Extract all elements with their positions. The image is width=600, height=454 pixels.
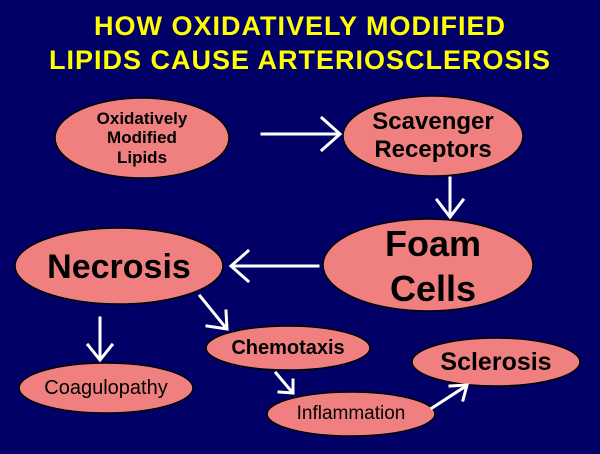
node-chemotaxis <box>205 325 371 371</box>
arrow-receptors-to-foam <box>434 176 466 220</box>
label-oxidized-lipids: Oxidatively Modified Lipids <box>96 108 188 167</box>
label-coagulopathy: Coagulopathy <box>44 376 168 399</box>
label-necrosis: Necrosis <box>47 248 191 287</box>
label-sclerosis: Sclerosis <box>440 347 552 376</box>
arrow-necrosis-to-chemotaxis <box>197 293 229 331</box>
node-coagulopathy <box>18 362 194 414</box>
label-foam-cells: Foam Cells <box>384 223 481 309</box>
title-line-2: LIPIDS CAUSE ARTERIOSCLEROSIS <box>48 45 552 75</box>
label-scavenger-receptors: Scavenger Receptors <box>372 108 494 163</box>
node-necrosis <box>14 227 224 305</box>
node-foam-cells <box>322 218 534 312</box>
node-scavenger-receptors <box>342 95 524 177</box>
node-oxidized-lipids <box>54 97 230 179</box>
node-inflammation <box>266 391 436 437</box>
title-line-1: HOW OXIDATIVELY MODIFIED <box>93 11 507 41</box>
arrow-foam-to-necrosis <box>228 248 320 284</box>
node-sclerosis <box>411 337 581 387</box>
label-inflammation: Inflammation <box>296 403 406 425</box>
arrow-necrosis-to-coagulopathy <box>85 316 115 363</box>
arrow-inflammation-to-sclerosis <box>429 383 469 411</box>
label-chemotaxis: Chemotaxis <box>231 336 345 359</box>
arrow-lipids-to-receptors <box>260 115 343 153</box>
arrow-chemotaxis-to-inflammation <box>273 370 295 395</box>
